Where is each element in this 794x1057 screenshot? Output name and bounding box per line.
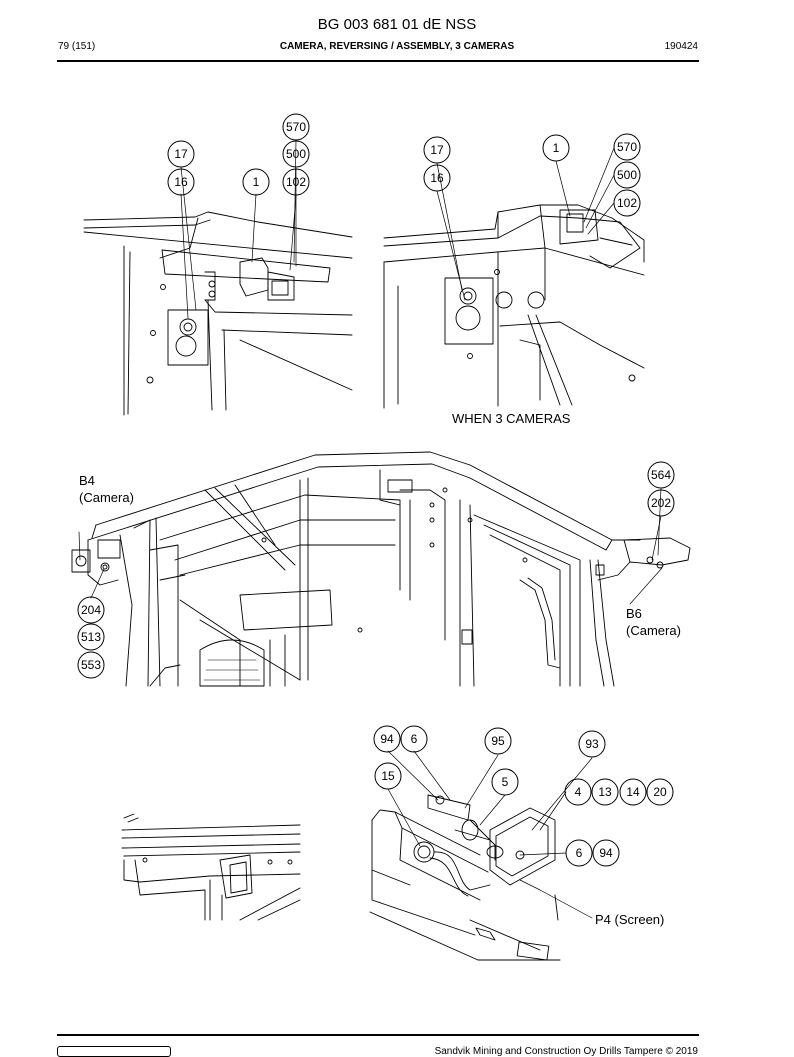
document-title: BG 003 681 01 dE NSS — [317, 16, 477, 33]
callout-4: 4 — [575, 785, 582, 799]
callout-553: 553 — [81, 658, 101, 672]
callout-93: 93 — [585, 737, 599, 751]
callout-570: 570 — [286, 120, 306, 134]
footer-rule — [57, 1034, 699, 1036]
b4-camera-label: (Camera) — [79, 490, 134, 505]
callout-102: 102 — [617, 196, 637, 210]
callout-94: 94 — [599, 846, 613, 860]
callout-95: 95 — [491, 734, 505, 748]
callout-202: 202 — [651, 496, 671, 510]
callout-13: 13 — [598, 785, 612, 799]
section-title: CAMERA, REVERSING / ASSEMBLY, 3 CAMERAS — [279, 41, 515, 52]
b6-camera-label: (Camera) — [626, 623, 681, 638]
when-3-cameras-label: WHEN 3 CAMERAS — [452, 411, 571, 426]
page-number: 79 (151) — [58, 41, 96, 52]
view-2-cab-detail — [383, 147, 645, 409]
callout-14: 14 — [626, 785, 640, 799]
view-1-cab-detail — [83, 139, 353, 416]
callout-204: 204 — [81, 603, 101, 617]
b6-label: B6 — [626, 606, 642, 621]
callout-500: 500 — [286, 147, 306, 161]
copyright-text: Sandvik Mining and Construction Oy Drill… — [434, 1046, 698, 1057]
view-5-screen-assembly — [369, 750, 593, 961]
callout-16: 16 — [430, 171, 444, 185]
callout-numbers: 570 500 102 17 16 1 17 16 1 570 500 102 … — [81, 120, 671, 860]
callout-17: 17 — [174, 147, 188, 161]
revision-code: 190424 — [664, 41, 698, 52]
callout-6: 6 — [576, 846, 583, 860]
callout-513: 513 — [81, 630, 101, 644]
callout-20: 20 — [653, 785, 667, 799]
header-rule — [57, 60, 699, 62]
view-3-cab-overview — [71, 451, 691, 687]
callout-570: 570 — [617, 140, 637, 154]
callout-564: 564 — [651, 468, 671, 482]
callout-500: 500 — [617, 168, 637, 182]
callout-6: 6 — [411, 732, 418, 746]
company-logo — [57, 1046, 171, 1057]
callout-15: 15 — [381, 769, 395, 783]
callout-17: 17 — [430, 143, 444, 157]
callout-102: 102 — [286, 175, 306, 189]
callout-1: 1 — [253, 175, 260, 189]
callout-94: 94 — [380, 732, 394, 746]
b4-label: B4 — [79, 473, 95, 488]
callout-16: 16 — [174, 175, 188, 189]
callout-5: 5 — [502, 775, 509, 789]
view-4-interior-detail — [121, 813, 301, 921]
callout-balloons — [77, 113, 675, 867]
callout-1: 1 — [553, 141, 560, 155]
p4-screen-label: P4 (Screen) — [595, 912, 665, 927]
